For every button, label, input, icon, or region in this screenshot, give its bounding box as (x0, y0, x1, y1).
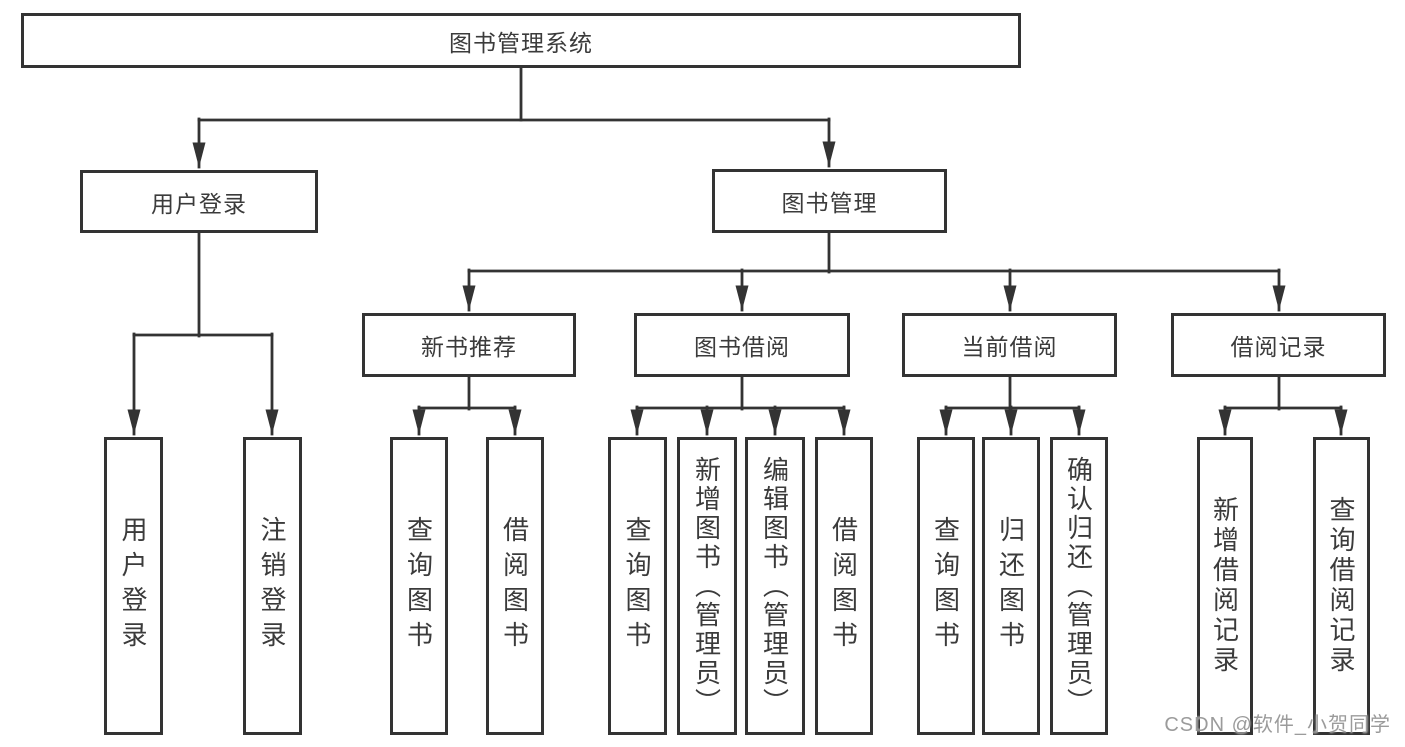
node-new-book-recommend: 新书推荐 (362, 313, 576, 377)
connector-borrow-record-children (1218, 375, 1348, 436)
leaf-current-query-books-label: 查询图书 (930, 516, 961, 656)
leaf-newbook-query-books: 查询图书 (390, 437, 448, 735)
node-book-borrowing: 图书借阅 (634, 313, 850, 377)
leaf-return-books-label: 归还图书 (995, 516, 1026, 656)
leaf-current-query-books: 查询图书 (917, 437, 975, 735)
node-current-borrowing: 当前借阅 (902, 313, 1117, 377)
connector-book-borrow-children (630, 375, 851, 436)
leaf-confirm-return-admin-label: 确认归还（管理员） (1063, 455, 1094, 717)
node-book-borrowing-label: 图书借阅 (694, 334, 790, 360)
node-book-management-label: 图书管理 (781, 190, 878, 216)
connector-user-login-children (127, 231, 279, 436)
connector-root-to-level2 (192, 66, 836, 169)
csdn-watermark: CSDN @软件_小贺同学 (1164, 714, 1391, 736)
node-new-book-recommend-label: 新书推荐 (421, 334, 517, 360)
leaf-borrow-books-label: 借阅图书 (828, 516, 859, 656)
leaf-borrow-query-books-label: 查询图书 (622, 516, 652, 656)
node-library-system: 图书管理系统 (21, 13, 1021, 68)
node-current-borrowing-label: 当前借阅 (961, 334, 1058, 360)
leaf-add-borrow-record-label: 新增借阅记录 (1209, 496, 1240, 676)
leaf-user-login-label: 用户登录 (118, 516, 148, 656)
leaf-newbook-query-books-label: 查询图书 (403, 516, 434, 656)
connector-current-borrow-children (939, 375, 1086, 436)
leaf-borrow-query-books: 查询图书 (608, 437, 667, 735)
node-user-login-label: 用户登录 (151, 190, 247, 217)
leaf-borrow-books: 借阅图书 (815, 437, 873, 735)
leaf-confirm-return-admin: 确认归还（管理员） (1050, 437, 1108, 735)
node-borrowing-records: 借阅记录 (1171, 313, 1386, 377)
leaf-newbook-borrow-books: 借阅图书 (486, 437, 544, 735)
leaf-newbook-borrow-books-label: 借阅图书 (499, 516, 530, 656)
leaf-query-borrow-record-label: 查询借阅记录 (1326, 496, 1356, 676)
leaf-add-books-admin-label: 新增图书（管理员） (691, 455, 722, 717)
leaf-edit-books-admin-label: 编辑图书（管理员） (759, 455, 790, 717)
node-borrowing-records-label: 借阅记录 (1230, 334, 1327, 360)
connector-new-book-children (412, 375, 522, 436)
leaf-logout-label: 注销登录 (257, 516, 287, 656)
leaf-add-borrow-record: 新增借阅记录 (1197, 437, 1253, 735)
leaf-return-books: 归还图书 (982, 437, 1040, 735)
node-user-login: 用户登录 (80, 170, 318, 233)
node-book-management: 图书管理 (712, 169, 947, 233)
leaf-user-login: 用户登录 (104, 437, 163, 735)
leaf-query-borrow-record: 查询借阅记录 (1313, 437, 1370, 735)
leaf-logout: 注销登录 (243, 437, 302, 735)
connector-book-mgmt-children (462, 231, 1286, 312)
leaf-add-books-admin: 新增图书（管理员） (677, 437, 737, 735)
node-library-system-label: 图书管理系统 (449, 29, 593, 56)
leaf-edit-books-admin: 编辑图书（管理员） (745, 437, 805, 735)
